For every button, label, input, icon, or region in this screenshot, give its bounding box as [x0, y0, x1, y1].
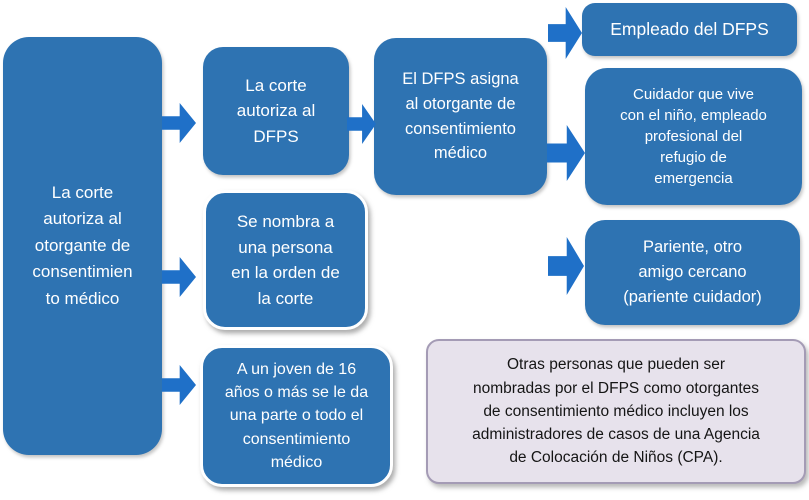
- arrow-dfps-assigns-to-caregiver-icon: [547, 125, 585, 181]
- note-other-consent-grantors: Otras personas que pueden ser nombradas …: [426, 339, 806, 484]
- box-person-named-in-court-order: Se nombra a una persona en la orden de l…: [203, 190, 368, 330]
- box-court-authorizes-dfps-label: La corte autoriza al DFPS: [236, 75, 316, 146]
- box-court-authorizes-consent-grantor: La corte autoriza al otorgante de consen…: [3, 37, 162, 455]
- box-court-authorizes-consent-grantor-label: La corte autoriza al otorgante de consen…: [32, 183, 133, 308]
- arrow-to-relative-icon: [548, 237, 584, 295]
- box-dfps-assigns-grantor-label: El DFPS asigna al otorgante de consentim…: [402, 70, 519, 163]
- arrow-court-dfps-to-dfps-assigns-icon: [347, 104, 376, 144]
- arrow-dfps-assigns-to-employee-icon: [548, 7, 582, 59]
- box-live-in-caregiver: Cuidador que vive con el niño, empleado …: [585, 68, 802, 205]
- note-other-consent-grantors-text: Otras personas que pueden ser nombradas …: [472, 356, 760, 467]
- box-youth-16-consent-label: A un joven de 16 años o más se le da una…: [224, 361, 369, 471]
- arrow-source-to-court-dfps-icon: [162, 103, 196, 143]
- box-relative-close-friend: Pariente, otro amigo cercano (pariente c…: [585, 220, 800, 325]
- arrow-source-to-youth-icon: [162, 365, 196, 405]
- box-relative-close-friend-label: Pariente, otro amigo cercano (pariente c…: [623, 238, 762, 306]
- box-youth-16-consent: A un joven de 16 años o más se le da una…: [200, 345, 393, 487]
- box-dfps-assigns-grantor: El DFPS asigna al otorgante de consentim…: [374, 38, 547, 195]
- box-dfps-employee-label: Empleado del DFPS: [610, 19, 769, 40]
- box-court-authorizes-dfps: La corte autoriza al DFPS: [203, 47, 349, 175]
- box-dfps-employee: Empleado del DFPS: [582, 3, 797, 56]
- arrow-source-to-person-named-icon: [162, 257, 196, 297]
- box-person-named-in-court-order-label: Se nombra a una persona en la orden de l…: [231, 212, 340, 308]
- box-live-in-caregiver-label: Cuidador que vive con el niño, empleado …: [620, 86, 767, 187]
